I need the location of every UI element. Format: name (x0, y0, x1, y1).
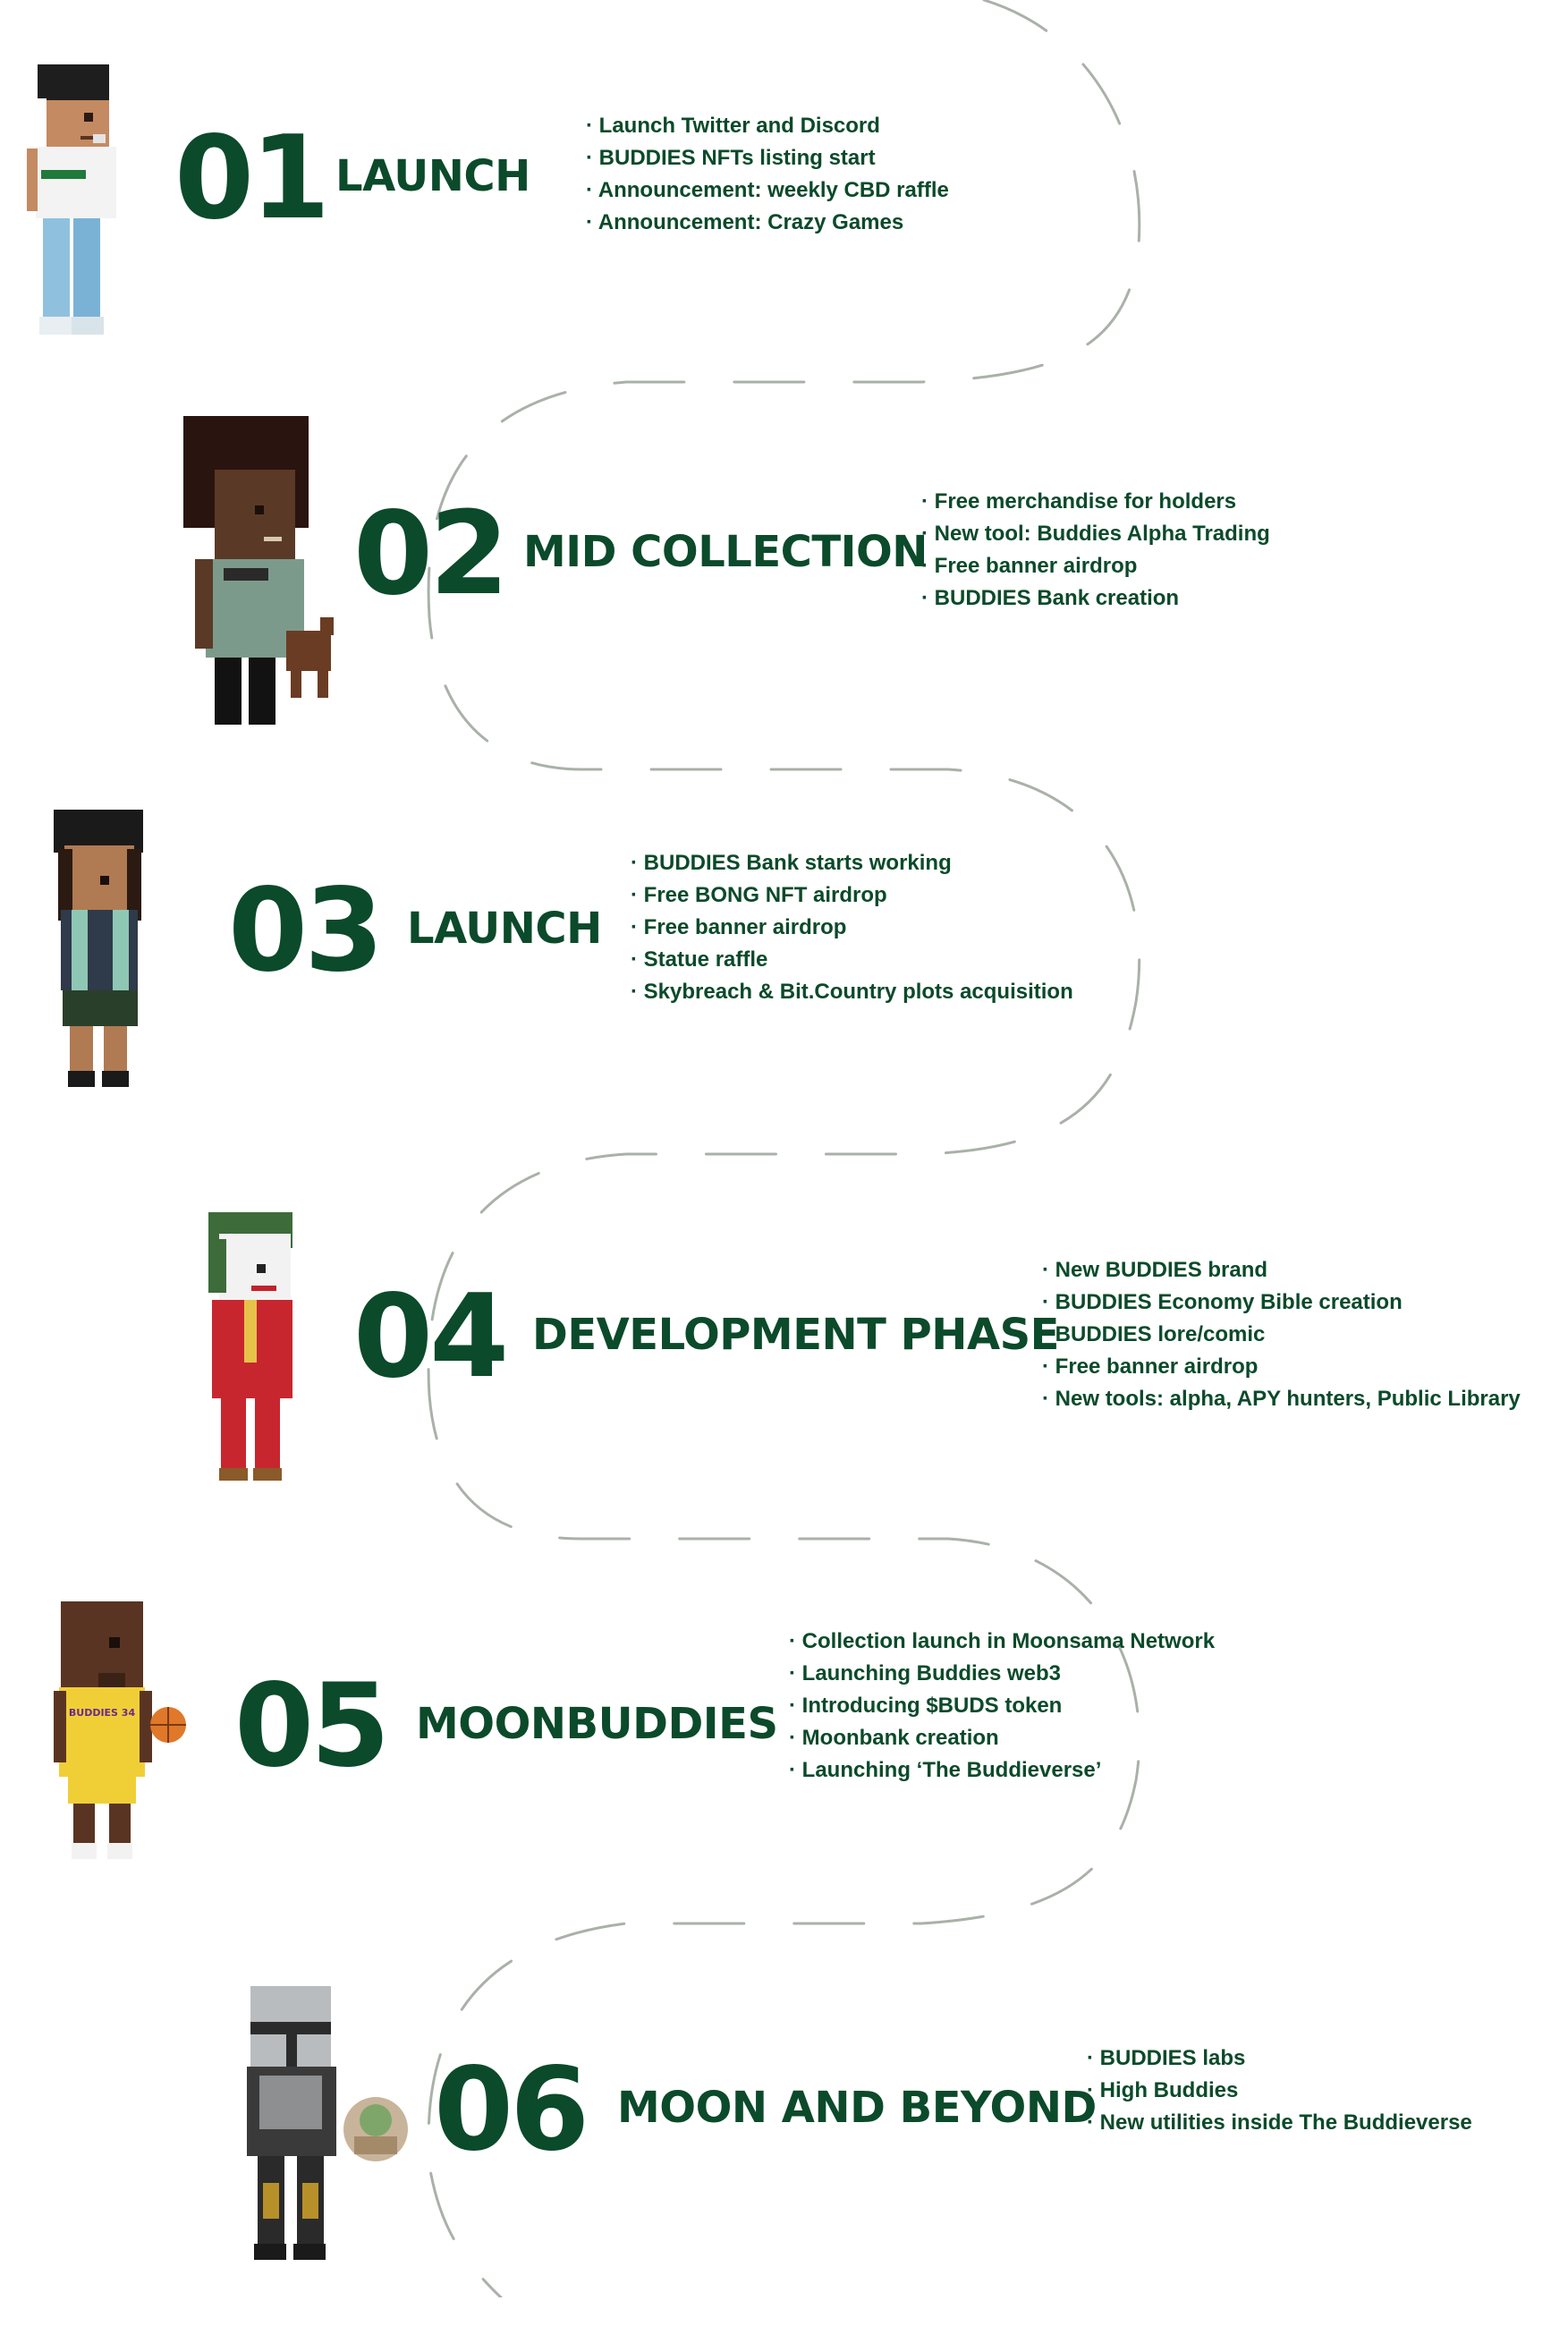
phase-item: Free banner airdrop (631, 912, 1073, 944)
phase-title: LAUNCH (407, 904, 602, 954)
phase-number: 02 (353, 488, 509, 621)
avatar-casual-white-tee-icon (27, 64, 116, 335)
phase-items: New BUDDIES brand BUDDIES Economy Bible … (1042, 1254, 1521, 1415)
phase-item: Introducing $BUDS token (789, 1690, 1215, 1722)
phase-items: BUDDIES labs High Buddies New utilities … (1087, 2042, 1472, 2139)
avatar-afro-with-dog-icon (183, 416, 334, 725)
phase-item: New tool: Buddies Alpha Trading (921, 518, 1270, 550)
phase-04: 04 DEVELOPMENT PHASE New BUDDIES brand B… (0, 1181, 1568, 1557)
phase-item: BUDDIES Economy Bible creation (1042, 1286, 1521, 1319)
phase-item: Launching Buddies web3 (789, 1658, 1215, 1690)
phase-number: 01 (174, 112, 330, 245)
phase-item: Skybreach & Bit.Country plots acquisitio… (631, 976, 1073, 1008)
phase-item: Free banner airdrop (921, 550, 1270, 582)
phase-01: 01 LAUNCH Launch Twitter and Discord BUD… (0, 45, 1568, 420)
avatar-basketball-player-icon: BUDDIES 34 (54, 1601, 186, 1859)
phase-item: Moonbank creation (789, 1722, 1215, 1754)
phase-item: BUDDIES lore/comic (1042, 1319, 1521, 1351)
phase-number: 05 (234, 1660, 390, 1793)
phase-item: New tools: alpha, APY hunters, Public Li… (1042, 1383, 1521, 1415)
phase-title: LAUNCH (335, 151, 530, 201)
phase-title: MID COLLECTION (523, 527, 928, 577)
phase-item: Free BONG NFT airdrop (631, 879, 1073, 912)
phase-title: MOON AND BEYOND (617, 2083, 1097, 2133)
avatar-black-beanie-icon (54, 810, 143, 1087)
phase-title: DEVELOPMENT PHASE (532, 1310, 1059, 1360)
phase-item: BUDDIES Bank creation (921, 582, 1270, 615)
phase-item: New utilities inside The Buddieverse (1087, 2107, 1472, 2139)
phase-item: Free merchandise for holders (921, 486, 1270, 518)
phase-item: BUDDIES labs (1087, 2042, 1472, 2075)
avatar-joker-red-suit-icon (208, 1212, 292, 1481)
phase-item: Free banner airdrop (1042, 1351, 1521, 1383)
phase-items: Collection launch in Moonsama Network La… (789, 1626, 1215, 1787)
phase-item: Collection launch in Moonsama Network (789, 1626, 1215, 1658)
phase-items: Free merchandise for holders New tool: B… (921, 486, 1270, 615)
phase-item: Launching ‘The Buddieverse’ (789, 1754, 1215, 1787)
avatar-armored-with-baby-icon (247, 1986, 408, 2260)
phase-item: Announcement: weekly CBD raffle (586, 174, 949, 207)
phase-number: 06 (434, 2043, 589, 2177)
phase-title: MOONBUDDIES (416, 1699, 778, 1749)
phase-number: 04 (353, 1270, 509, 1404)
phase-item: BUDDIES NFTs listing start (586, 142, 949, 174)
phase-item: High Buddies (1087, 2075, 1472, 2107)
phase-item: BUDDIES Bank starts working (631, 847, 1073, 879)
phase-06: 06 MOON AND BEYOND BUDDIES labs High Bud… (0, 1959, 1568, 2335)
phase-items: Launch Twitter and Discord BUDDIES NFTs … (586, 110, 949, 239)
phase-03: 03 LAUNCH BUDDIES Bank starts working Fr… (0, 787, 1568, 1163)
phase-item: Launch Twitter and Discord (586, 110, 949, 142)
phase-items: BUDDIES Bank starts working Free BONG NF… (631, 847, 1073, 1008)
jersey-text: BUDDIES 34 (69, 1707, 136, 1719)
phase-05: BUDDIES 34 05 MOONBUDDIES Collection lau… (0, 1575, 1568, 1950)
phase-number: 03 (228, 864, 384, 998)
phase-item: New BUDDIES brand (1042, 1254, 1521, 1286)
phase-item: Statue raffle (631, 944, 1073, 976)
phase-item: Announcement: Crazy Games (586, 207, 949, 239)
phase-02: 02 MID COLLECTION Free merchandise for h… (0, 412, 1568, 787)
